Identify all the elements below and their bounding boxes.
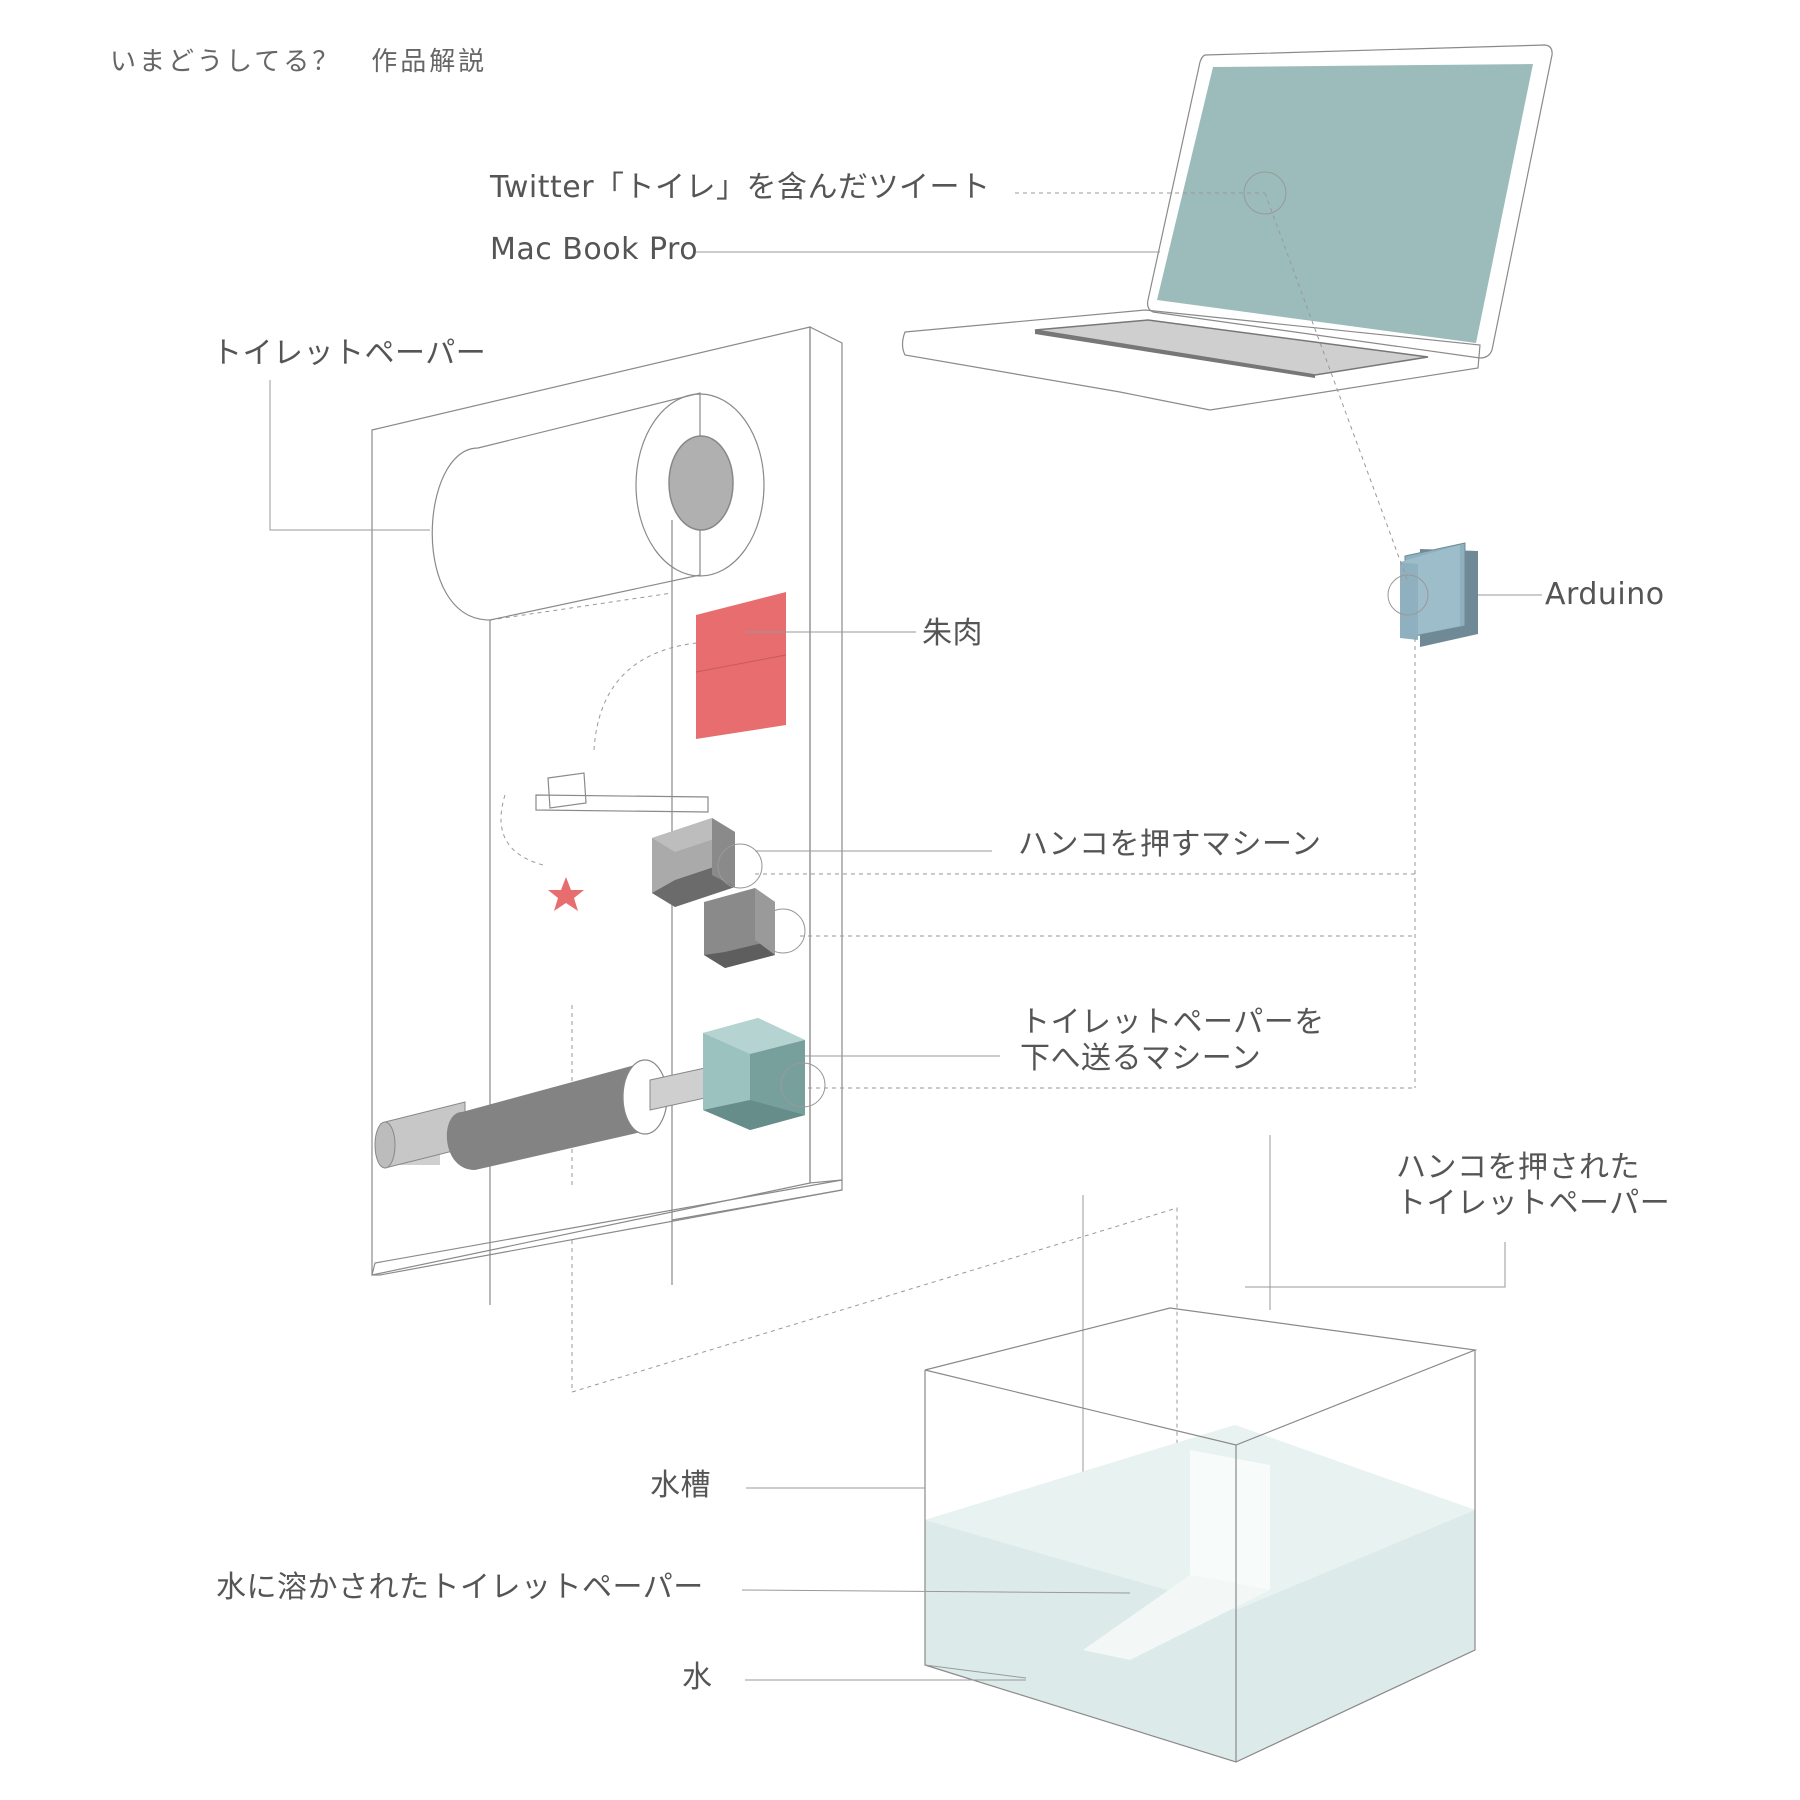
label-feed-machine-line2: 下へ送るマシーン xyxy=(1020,1041,1262,1076)
label-feed-machine: トイレットペーパーを 下へ送るマシーン xyxy=(1020,1005,1325,1077)
label-feed-machine-line1: トイレットペーパーを xyxy=(1020,1005,1325,1040)
label-macbook: Mac Book Pro xyxy=(490,232,699,267)
label-tweet: Twitter「トイレ」を含んだツイート xyxy=(490,170,991,205)
stamp-star xyxy=(548,877,584,911)
label-ink-pad: 朱肉 xyxy=(922,616,983,651)
label-arduino: Arduino xyxy=(1545,577,1665,612)
label-stamp-machine: ハンコを押すマシーン xyxy=(1018,827,1322,862)
roll-end xyxy=(635,393,765,577)
page-header: いまどうしてる？ 作品解説 xyxy=(110,44,487,80)
laptop-screen xyxy=(1157,64,1533,343)
laptop-lid xyxy=(1146,44,1553,359)
label-water: 水 xyxy=(682,1660,713,1695)
stamp-arm xyxy=(500,642,709,911)
connector-lines xyxy=(269,171,1506,1650)
toilet-paper-roll xyxy=(431,392,765,621)
label-toilet-paper: トイレットペーパー xyxy=(212,336,487,371)
stamp-machine xyxy=(652,818,806,968)
label-stamped-paper-line1: ハンコを押された xyxy=(1396,1150,1640,1185)
arduino-board xyxy=(1387,542,1542,647)
ink-pad xyxy=(695,592,916,739)
label-stamped-paper: ハンコを押された トイレットペーパー xyxy=(1396,1150,1670,1222)
mounting-panel xyxy=(371,326,1178,1462)
feed-machine xyxy=(374,1018,826,1170)
laptop-base xyxy=(901,309,1481,411)
page-subtitle: 作品解説 xyxy=(371,47,488,77)
label-stamped-paper-line2: トイレットペーパー xyxy=(1396,1186,1671,1221)
page-title: いまどうしてる？ xyxy=(110,47,342,77)
label-dissolved-paper: 水に溶かされたトイレットペーパー xyxy=(216,1570,704,1605)
water-tank xyxy=(741,1307,1478,1763)
roll-core xyxy=(668,435,734,531)
macbook-pro xyxy=(901,44,1553,411)
label-water-tank: 水槽 xyxy=(650,1468,711,1503)
